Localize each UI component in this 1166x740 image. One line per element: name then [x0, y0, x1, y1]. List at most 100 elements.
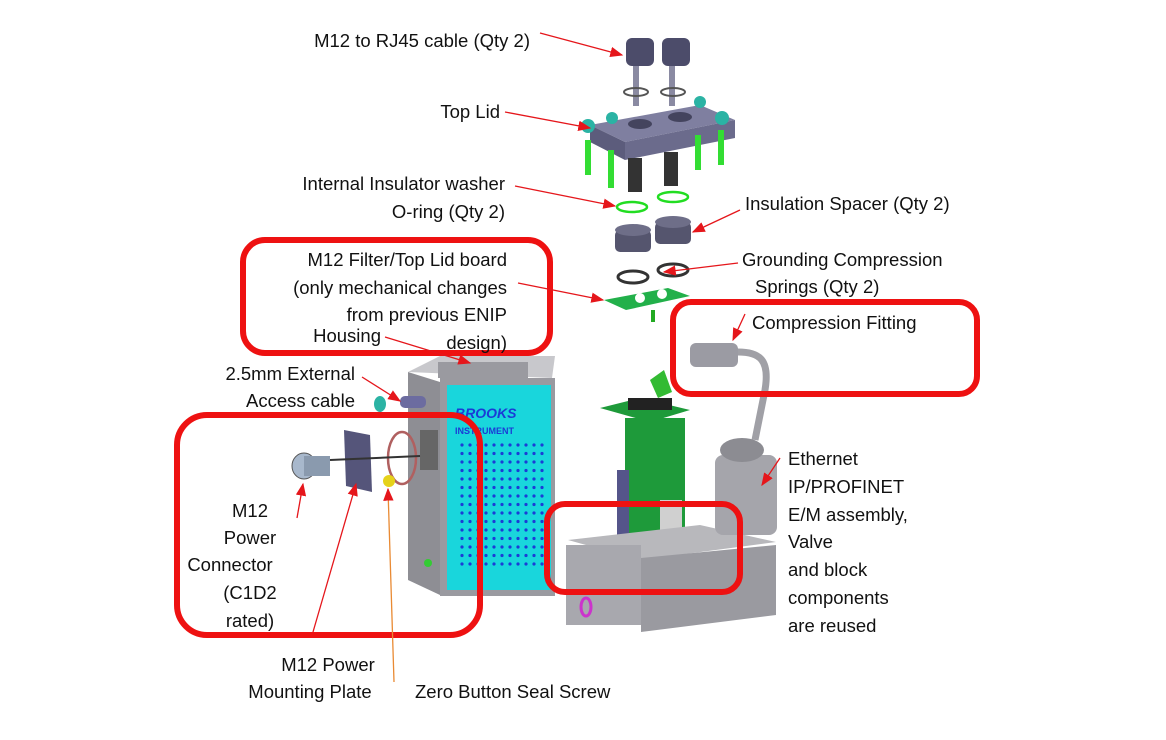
- vent-dot: [532, 511, 536, 515]
- label-compression-fitting: Compression Fitting: [752, 312, 917, 333]
- vent-dot: [500, 460, 504, 464]
- leader-arrows: [295, 32, 781, 683]
- label-line: Power: [224, 527, 276, 548]
- vent-dot: [524, 494, 528, 498]
- label-springs-line1: Grounding Compression: [742, 249, 943, 270]
- label-line: M12: [232, 500, 268, 521]
- vent-dot: [524, 477, 528, 481]
- label-insulation-spacer: Insulation Spacer (Qty 2): [745, 193, 950, 214]
- vent-dot: [524, 519, 528, 524]
- vent-dot: [460, 485, 464, 490]
- o-ring: [615, 200, 649, 214]
- label-filter-board-line3: from previous ENIP: [347, 304, 507, 325]
- label-springs-line2: Springs (Qty 2): [755, 276, 879, 297]
- vent-dot: [468, 502, 472, 507]
- label-filter-board-line2: (only mechanical changes: [293, 277, 507, 298]
- vent-dot: [492, 519, 496, 524]
- vent-dot: [492, 545, 496, 549]
- label-mounting-plate-line2: Mounting Plate: [248, 681, 371, 702]
- logo-instrument: INSTRUMENT: [455, 426, 514, 436]
- label-top-lid: Top Lid: [440, 101, 500, 122]
- vent-dot: [468, 460, 472, 464]
- vent-dot: [532, 451, 536, 456]
- vent-dot: [484, 528, 488, 532]
- vent-dot: [508, 502, 512, 507]
- vent-dot: [492, 443, 496, 447]
- insulation-spacers: [615, 216, 691, 252]
- vent-dot: [492, 485, 496, 490]
- vent-dot: [484, 545, 488, 549]
- vent-dot: [460, 528, 464, 532]
- vent-dot: [540, 451, 544, 456]
- vent-dot: [540, 562, 544, 566]
- vent-dot: [540, 502, 544, 507]
- vent-dot: [484, 460, 488, 464]
- vent-dot: [500, 468, 504, 473]
- vent-dot: [516, 536, 520, 541]
- vent-dot: [500, 443, 504, 447]
- label-line: (C1D2: [223, 582, 276, 603]
- vent-dot: [532, 536, 536, 541]
- vent-dot: [492, 511, 496, 515]
- vent-dot: [468, 443, 472, 447]
- vent-dot: [468, 545, 472, 549]
- vent-dot: [516, 494, 520, 498]
- label-washer-line1: Internal Insulator washer: [302, 173, 505, 194]
- vent-dot: [492, 528, 496, 532]
- vent-dot: [508, 477, 512, 481]
- vent-dot: [540, 460, 544, 464]
- vent-dot: [540, 536, 544, 541]
- vent-dot: [532, 562, 536, 566]
- label-line: Connector: [187, 554, 272, 575]
- vent-dot: [532, 502, 536, 507]
- vent-dot: [532, 519, 536, 524]
- vent-dot: [468, 511, 472, 515]
- vent-dot: [508, 511, 512, 515]
- callout-box-compression-fitting: [670, 299, 980, 397]
- vent-dot: [468, 562, 472, 566]
- vent-dot: [524, 443, 528, 447]
- vent-dot: [516, 519, 520, 524]
- vent-dot: [532, 528, 536, 532]
- vent-dot: [492, 477, 496, 481]
- vent-dot: [492, 460, 496, 464]
- vent-dot: [516, 545, 520, 549]
- vent-dot: [492, 536, 496, 541]
- vent-dot: [460, 562, 464, 566]
- vent-dot: [540, 553, 544, 558]
- vent-dot: [524, 451, 528, 456]
- label-line: components: [788, 587, 889, 608]
- vent-dot: [460, 511, 464, 515]
- vent-dot: [524, 468, 528, 473]
- vent-dot: [540, 477, 544, 481]
- vent-dot: [540, 528, 544, 532]
- vent-dot: [500, 528, 504, 532]
- vent-dot: [532, 553, 536, 558]
- vent-dot: [500, 502, 504, 507]
- vent-dot: [460, 536, 464, 541]
- vent-dot: [500, 485, 504, 490]
- vent-dot: [516, 511, 520, 515]
- vent-dot: [524, 545, 528, 549]
- vent-dot: [468, 553, 472, 558]
- vent-dot: [468, 468, 472, 473]
- logo-brooks: BROOKS: [455, 405, 517, 421]
- vent-dot: [500, 451, 504, 456]
- vent-dot: [460, 502, 464, 507]
- vent-dot: [460, 553, 464, 558]
- vent-dot: [484, 485, 488, 490]
- label-line: rated): [226, 610, 274, 631]
- vent-dot: [468, 494, 472, 498]
- callout-box-valve-block: [544, 501, 743, 595]
- label-access-cable-line2: Access cable: [246, 390, 355, 411]
- vent-dot: [524, 460, 528, 464]
- label-filter-board-line4: design): [446, 332, 507, 353]
- vent-dot: [500, 562, 504, 566]
- vent-dot: [532, 443, 536, 447]
- vent-dot: [508, 468, 512, 473]
- label-power-connector: M12 Power Connector (C1D2 rated): [187, 500, 276, 631]
- vent-dot: [468, 536, 472, 541]
- label-line: are reused: [788, 615, 876, 636]
- vent-dot: [500, 494, 504, 498]
- vent-dot: [460, 443, 464, 447]
